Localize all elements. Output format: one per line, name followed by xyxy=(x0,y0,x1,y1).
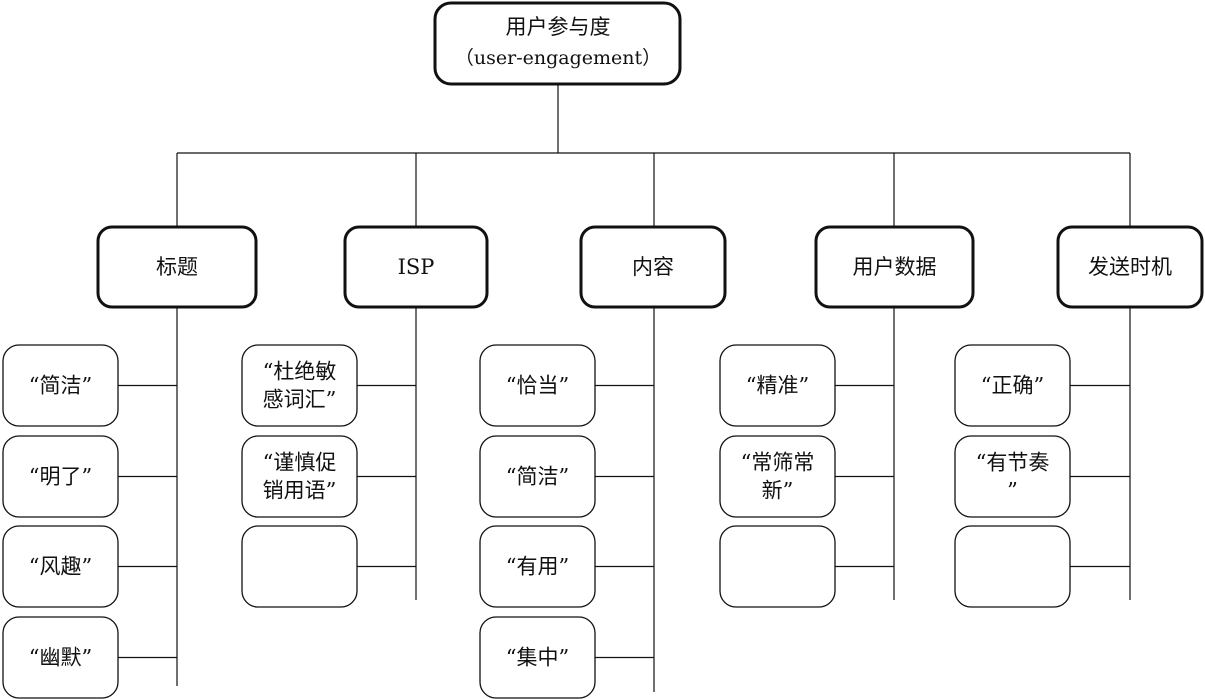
item-label: “有节奏 xyxy=(976,451,1050,475)
item-node xyxy=(2,525,119,608)
item-node xyxy=(954,525,1071,608)
item-label: ” xyxy=(1007,479,1018,503)
item-node xyxy=(719,344,836,427)
item-node xyxy=(954,435,1071,518)
item-node xyxy=(479,616,596,699)
item-label: “简洁” xyxy=(506,465,569,489)
item-node xyxy=(2,344,119,427)
item-node xyxy=(719,435,836,518)
item-node xyxy=(719,525,836,608)
item-label: “有用” xyxy=(506,555,569,579)
item-node xyxy=(2,435,119,518)
item-label: 感词汇” xyxy=(263,388,337,412)
category-label: 用户数据 xyxy=(853,255,937,279)
item-node xyxy=(479,525,596,608)
category-label: 发送时机 xyxy=(1088,255,1172,279)
item-node xyxy=(954,344,1071,427)
item-label: “常筛常 xyxy=(741,451,815,475)
item-label: “谨慎促 xyxy=(263,451,337,475)
root-title: 用户参与度 xyxy=(506,15,611,39)
item-label: “恰当” xyxy=(506,374,569,398)
item-node xyxy=(241,344,358,427)
category-label: ISP xyxy=(398,255,435,279)
item-label: “正确” xyxy=(981,374,1044,398)
category-label: 内容 xyxy=(632,255,674,279)
item-label: “明了” xyxy=(29,465,92,489)
item-node xyxy=(479,344,596,427)
item-label: 销用语” xyxy=(263,479,337,503)
category-node xyxy=(579,225,727,309)
item-node xyxy=(241,435,358,518)
item-node xyxy=(241,525,358,608)
item-label: “杜绝敏 xyxy=(263,360,337,384)
item-label: “幽默” xyxy=(29,646,92,670)
item-node xyxy=(2,616,119,699)
category-label: 标题 xyxy=(156,255,198,279)
root-subtitle: （user-engagement） xyxy=(455,47,661,69)
item-label: “简洁” xyxy=(29,374,92,398)
item-label: “精准” xyxy=(746,374,809,398)
item-label: “风趣” xyxy=(29,555,92,579)
item-node xyxy=(479,435,596,518)
item-label: “集中” xyxy=(506,646,569,670)
item-label: 新” xyxy=(762,479,794,503)
